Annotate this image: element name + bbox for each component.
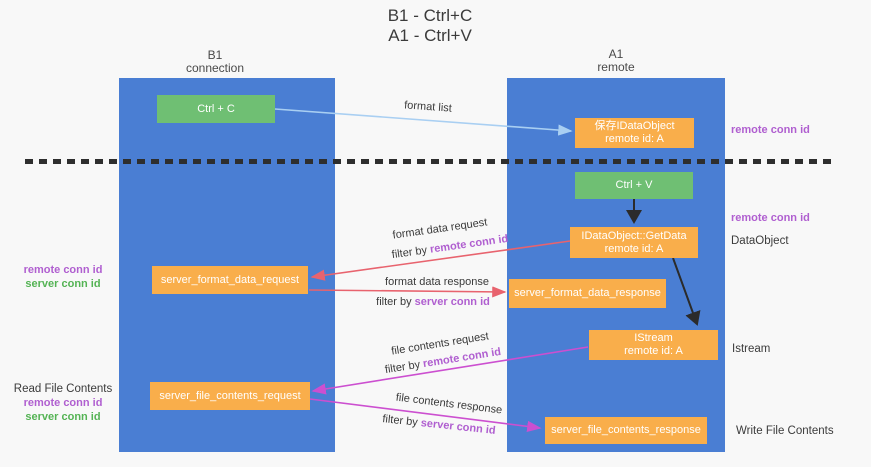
node-server-format-data-request: server_format_data_request [152,266,308,294]
filter-by-text: filter by [376,296,412,308]
annot-left-remote-conn-id-1: remote conn id [23,264,103,276]
edge-label-filter-server-2: filter by server conn id [382,413,496,437]
lane-a1-role: remote [597,60,635,74]
annot-istream: Istream [732,343,771,355]
node-getdata-line1: IDataObject::GetData [581,229,687,242]
edge-label-filter-server-1: filter by server conn id [376,296,490,308]
annot-write-file-contents: Write File Contents [736,425,834,437]
node-ctrl-c-label: Ctrl + C [197,102,235,115]
node-ctrl-v-label: Ctrl + V [615,179,653,191]
node-idataobject-getdata: IDataObject::GetData remote id: A [570,227,698,258]
annot-left-server-conn-id-2: server conn id [25,411,101,423]
annot-left-conn-ids-top: remote conn id server conn id [5,263,121,291]
phase-separator-dashed-line [25,159,833,164]
node-istream-line1: IStream [634,332,673,344]
lane-a1-name: A1 [608,47,624,61]
node-server-file-contents-response: server_file_contents_response [545,417,707,444]
annot-remote-conn-id-top: remote conn id [731,124,810,136]
node-save-idataobject-line1: 保存IDataObject [594,120,675,132]
lane-header-a1: A1 remote [541,48,691,74]
node-format-response-label: server_format_data_response [514,287,661,299]
server-conn-id-text: server conn id [414,296,490,308]
node-file-response-label: server_file_contents_response [551,424,701,436]
annot-dataobject: DataObject [731,235,789,247]
node-server-format-data-response: server_format_data_response [509,279,666,308]
title-line1: B1 - Ctrl+C [387,6,473,25]
title-line2: A1 - Ctrl+V [388,26,472,45]
filter-by-text: filter by [381,413,419,429]
node-save-idataobject-line2: remote id: A [605,133,664,145]
annot-read-file-contents: Read File Contents [13,383,113,395]
lane-b1-role: connection [185,61,245,75]
node-ctrl-c: Ctrl + C [157,95,275,123]
diagram-title: B1 - Ctrl+C A1 - Ctrl+V [280,6,580,46]
filter-by-text: filter by [384,358,422,377]
node-istream-line2: remote id: A [624,345,683,357]
arrow-format-data-response [308,286,507,298]
node-getdata-line2: remote id: A [604,242,664,255]
node-format-request-label: server_format_data_request [160,273,300,286]
annot-left-server-conn-id-1: server conn id [25,278,101,290]
edge-label-format-list: format list [403,99,453,115]
node-istream: IStream remote id: A [589,330,718,360]
lane-b1-name: B1 [207,48,223,62]
node-save-idataobject: 保存IDataObject remote id: A [575,118,694,148]
filter-by-text: filter by [391,244,428,262]
remote-conn-id-text: remote conn id [429,232,509,256]
server-conn-id-text: server conn id [420,417,497,437]
annot-remote-conn-id-mid: remote conn id [731,212,810,224]
lane-header-b1: B1 connection [140,49,290,75]
annot-left-read-file-group: Read File Contents remote conn id server… [5,382,121,424]
edge-label-file-contents-response: file contents response [395,391,503,417]
node-ctrl-v: Ctrl + V [575,172,693,199]
node-server-file-contents-request: server_file_contents_request [150,382,310,410]
edge-label-format-data-response: format data response [385,276,489,288]
node-file-request-label: server_file_contents_request [159,389,301,402]
annot-left-remote-conn-id-2: remote conn id [23,397,103,409]
